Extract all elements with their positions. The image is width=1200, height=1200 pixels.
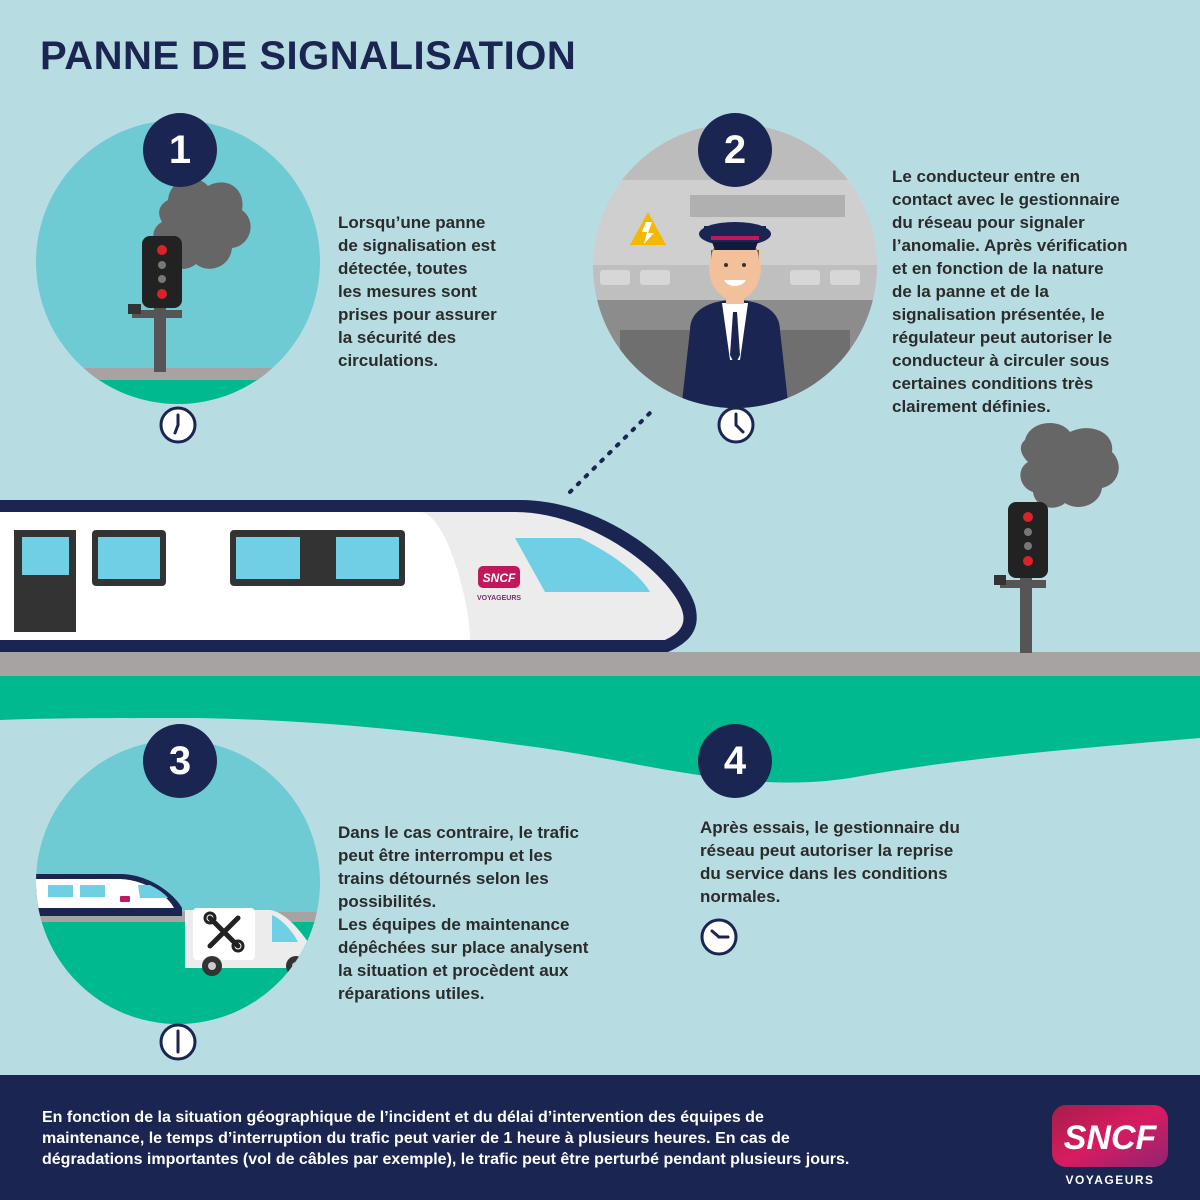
- step-3-line: Les équipes de maintenance: [338, 915, 570, 934]
- step-2-line: clairement définies.: [892, 397, 1051, 416]
- train-logo-sub: VOYAGEURS: [477, 595, 521, 602]
- step-4-line: réseau peut autoriser la reprise: [700, 841, 954, 860]
- step-1-line: détectée, toutes: [338, 259, 468, 278]
- step-4-line: du service dans les conditions: [700, 864, 948, 883]
- step-1-line: les mesures sont: [338, 282, 477, 301]
- green-ground: [0, 673, 1200, 783]
- footer-line: En fonction de la situation géographique…: [42, 1109, 764, 1126]
- step-4-line: normales.: [700, 887, 781, 906]
- rail-track: [0, 652, 1200, 676]
- step-3-line: peut être interrompu et les: [338, 846, 553, 865]
- step-2-line: de la panne et de la: [892, 282, 1049, 301]
- train-logo-brand: SNCF: [483, 571, 516, 585]
- step-1-line: Lorsqu’une panne: [338, 213, 486, 232]
- step-3-line: possibilités.: [338, 892, 437, 911]
- step-1-badge: 1: [143, 113, 217, 187]
- step-2-line: régulateur peut autoriser le: [892, 328, 1113, 347]
- step-2-line: conducteur à circuler sous: [892, 351, 1110, 370]
- footer-note: En fonction de la situation géographique…: [42, 1107, 872, 1170]
- step-2-text: Le conducteur entre en contact avec le g…: [892, 165, 1128, 418]
- step-1-text: Lorsqu’une panne de signalisation est dé…: [338, 211, 497, 372]
- logo-brand: SNCF: [1064, 1119, 1158, 1157]
- step-2-line: l’anomalie. Après vérification: [892, 236, 1128, 255]
- step-1-line: de signalisation est: [338, 236, 496, 255]
- clock-icon: [717, 406, 755, 444]
- clock-icon: [159, 406, 197, 444]
- page-title: PANNE DE SIGNALISATION: [40, 34, 577, 78]
- step-2-line: et en fonction de la nature: [892, 259, 1104, 278]
- step-4-badge: 4: [698, 724, 772, 798]
- step-1-line: prises pour assurer: [338, 305, 497, 324]
- step-3-line: Dans le cas contraire, le trafic: [338, 823, 579, 842]
- footer-banner: En fonction de la situation géographique…: [0, 1075, 1200, 1200]
- step-3-badge: 3: [143, 724, 217, 798]
- scene-circle-3: [36, 740, 320, 1024]
- sncf-logo: SNCF VOYAGEURS: [1052, 1105, 1168, 1187]
- logo-sub: VOYAGEURS: [1065, 1173, 1154, 1187]
- step-1-line: la sécurité des: [338, 328, 457, 347]
- train-sncf-logo: SNCF VOYAGEURS: [477, 566, 521, 602]
- step-2-line: certaines conditions très: [892, 374, 1094, 393]
- step-4-text: Après essais, le gestionnaire du réseau …: [700, 816, 960, 908]
- footer-line: maintenance, le temps d’interruption du …: [42, 1130, 790, 1147]
- step-3-text: Dans le cas contraire, le trafic peut êt…: [338, 821, 588, 1005]
- clock-icon: [700, 918, 738, 956]
- step-3-line: dépêchées sur place analysent: [338, 938, 589, 957]
- step-3-line: trains détournés selon les: [338, 869, 549, 888]
- step-2-badge: 2: [698, 113, 772, 187]
- step-1-line: circulations.: [338, 351, 439, 370]
- step-3-line: réparations utiles.: [338, 984, 485, 1003]
- clock-icon: [159, 1023, 197, 1061]
- dotted-connector: [568, 406, 657, 494]
- step-2-line: Le conducteur entre en: [892, 167, 1080, 186]
- step-2-line: contact avec le gestionnaire: [892, 190, 1120, 209]
- footer-line: dégradations importantes (vol de câbles …: [42, 1151, 850, 1168]
- train-illustration: [0, 500, 697, 652]
- step-2-line: du réseau pour signaler: [892, 213, 1085, 232]
- signal-right: [994, 422, 1119, 653]
- step-2-line: signalisation présentée, le: [892, 305, 1105, 324]
- step-4-line: Après essais, le gestionnaire du: [700, 818, 960, 837]
- tools-icon: [203, 911, 245, 953]
- step-3-line: la situation et procèdent aux: [338, 961, 569, 980]
